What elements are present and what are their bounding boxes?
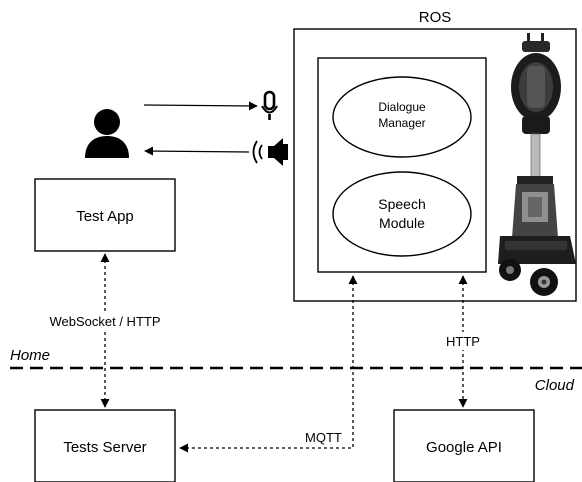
speaker-to-user-arrow — [144, 146, 250, 156]
tests-server-node — [34, 409, 176, 482]
mqtt-label: MQTT — [305, 430, 342, 445]
user-to-microphone-arrow — [143, 101, 258, 111]
cloud-zone-label: Cloud — [535, 377, 575, 394]
http-label: HTTP — [446, 334, 480, 349]
speaker-icon — [252, 138, 288, 166]
dialogue-manager-label-line2: Manager — [378, 116, 425, 130]
robot-image — [498, 33, 576, 296]
microphone-icon — [261, 90, 278, 120]
speech-module-label-line2: Module — [379, 215, 425, 231]
home-zone-label: Home — [10, 347, 50, 364]
dialogue-manager-node — [332, 76, 472, 158]
google-api-label: Google API — [426, 439, 502, 456]
person-icon — [85, 109, 129, 158]
ros-title: ROS — [419, 9, 452, 26]
speech-module-node — [332, 171, 472, 257]
dialogue-manager-label-line1: Dialogue — [378, 100, 426, 114]
speech-module-label-line1: Speech — [378, 196, 425, 212]
websocket-http-label: WebSocket / HTTP — [49, 314, 160, 329]
tests-server-label: Tests Server — [63, 439, 146, 456]
mqtt-connection — [179, 275, 358, 453]
test-app-node — [34, 178, 176, 252]
test-app-label: Test App — [76, 208, 134, 225]
google-api-node — [393, 409, 535, 482]
